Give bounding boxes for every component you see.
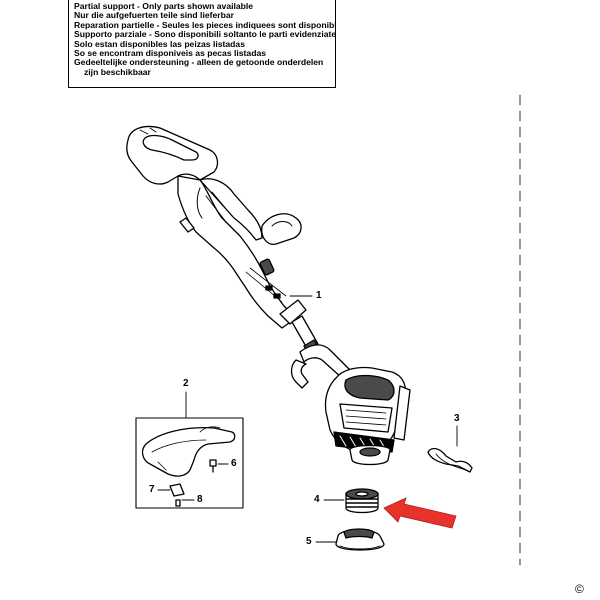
notice-line-dutch-cont: zijn beschikbaar: [84, 66, 151, 77]
string-trimmer-body: [126, 125, 411, 466]
notice-line-french: Reparation partielle - Seules les pieces…: [74, 19, 336, 30]
screw-6-part: [209, 459, 217, 473]
copyright-symbol: ©: [575, 582, 584, 596]
notice-line-portuguese: So se encontram disponiveis as pecas lis…: [74, 48, 267, 59]
screw-8-part: [175, 499, 181, 507]
notice-line-spanish: Solo estan disponibles las peizas listad…: [74, 38, 245, 49]
notice-line-german: Nur die aufgefuerten teile sind lieferba…: [74, 10, 234, 21]
clip-7-part: [169, 483, 185, 497]
callout-7-label: 7: [149, 484, 155, 495]
highlight-arrow: [383, 497, 457, 529]
guard-assembly-group: [135, 391, 244, 509]
notice-line-dutch: Gedeeltelijke ondersteuning - alleen de …: [74, 57, 324, 68]
spool-part: [323, 488, 379, 514]
notice-line-italian: Supporto parziale - Sono disponibili sol…: [74, 29, 336, 40]
callout-3-label: 3: [454, 413, 460, 424]
parts-availability-notice: Partial support - Only parts shown avail…: [68, 0, 336, 88]
callout-1-label: 1: [316, 290, 322, 301]
spool-cap-part: [315, 528, 385, 551]
guard-part: [141, 426, 236, 477]
wire-clip-part: [427, 425, 473, 473]
callout-5-label: 5: [306, 536, 312, 547]
callout-6-label: 6: [231, 458, 237, 469]
callout-2-label: 2: [183, 378, 189, 389]
notice-line-english: Partial support - Only parts shown avail…: [74, 1, 254, 11]
callout-4-label: 4: [314, 494, 320, 505]
callout-8-label: 8: [197, 494, 203, 505]
